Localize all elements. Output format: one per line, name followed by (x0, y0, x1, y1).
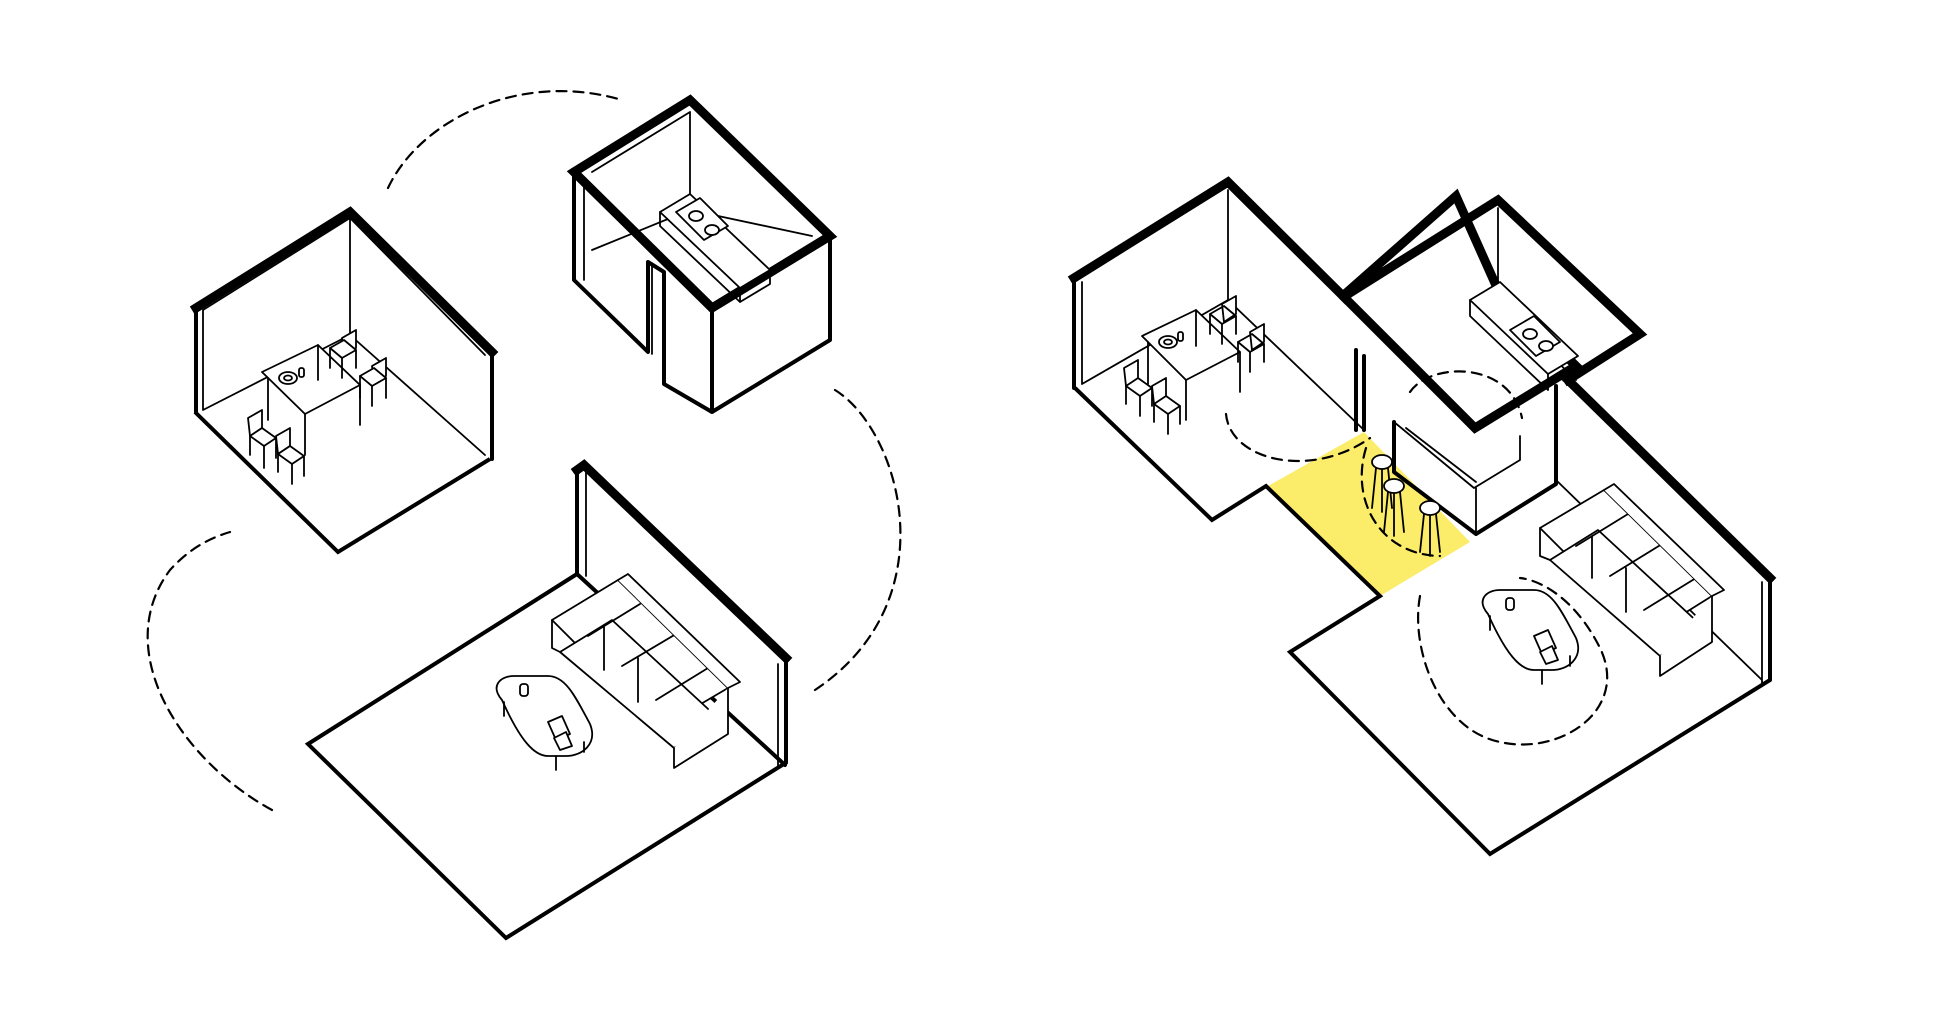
sofa (551, 573, 741, 769)
dining-chairs (1123, 295, 1265, 435)
chair (329, 329, 357, 379)
burner-icon (688, 210, 704, 222)
flow-line-kitchen-to-living (813, 388, 902, 692)
burner-icon (1522, 328, 1538, 340)
kitchen-outer-walls (572, 170, 832, 414)
bar-highlight-zone (1268, 432, 1470, 596)
burner-icon (1538, 340, 1554, 352)
flow-line-dining-to-kitchen (386, 90, 624, 190)
flow-loop-dining (1224, 412, 1372, 463)
burner-icon (704, 224, 720, 236)
cup-icon (1505, 597, 1515, 611)
coffee-table (1481, 589, 1579, 685)
bar-stools (1371, 454, 1441, 557)
coffee-table (495, 675, 593, 771)
dining-room (189, 206, 499, 555)
book-icon (1539, 645, 1559, 665)
book-icon (553, 731, 573, 751)
kitchen-counter (659, 193, 771, 303)
cup-icon (519, 683, 529, 697)
kitchen-zone (1338, 188, 1648, 536)
bar-stool (1371, 454, 1393, 513)
living-wall-top (570, 459, 793, 665)
sofa-arm (617, 573, 741, 689)
living-room (304, 459, 793, 941)
dining-wall-sides (194, 306, 494, 461)
cup-icon (298, 367, 305, 378)
left-flow-lines (146, 90, 902, 812)
sofa-arm (1603, 483, 1725, 597)
living-zone (1481, 373, 1777, 685)
sofa (1539, 483, 1725, 677)
flow-line-living-to-dining (146, 530, 274, 812)
left-group-separate-rooms (146, 90, 902, 941)
bar-stool (1383, 478, 1405, 537)
flow-loop-living (1417, 576, 1609, 746)
living-floor (304, 572, 789, 941)
dining-chairs (247, 329, 387, 485)
chair (359, 357, 387, 407)
kitchen-room (566, 94, 838, 414)
dining-table (261, 344, 361, 456)
dining-floor (193, 410, 492, 555)
cup-icon (1177, 331, 1184, 342)
merged-floor-outline (1073, 386, 1772, 857)
dining-zone (1067, 176, 1365, 435)
bar-stool (1419, 500, 1441, 557)
right-group-merged-plan (1067, 176, 1777, 857)
chair (247, 409, 277, 469)
chair (275, 427, 305, 485)
dining-wall-top (189, 206, 499, 359)
